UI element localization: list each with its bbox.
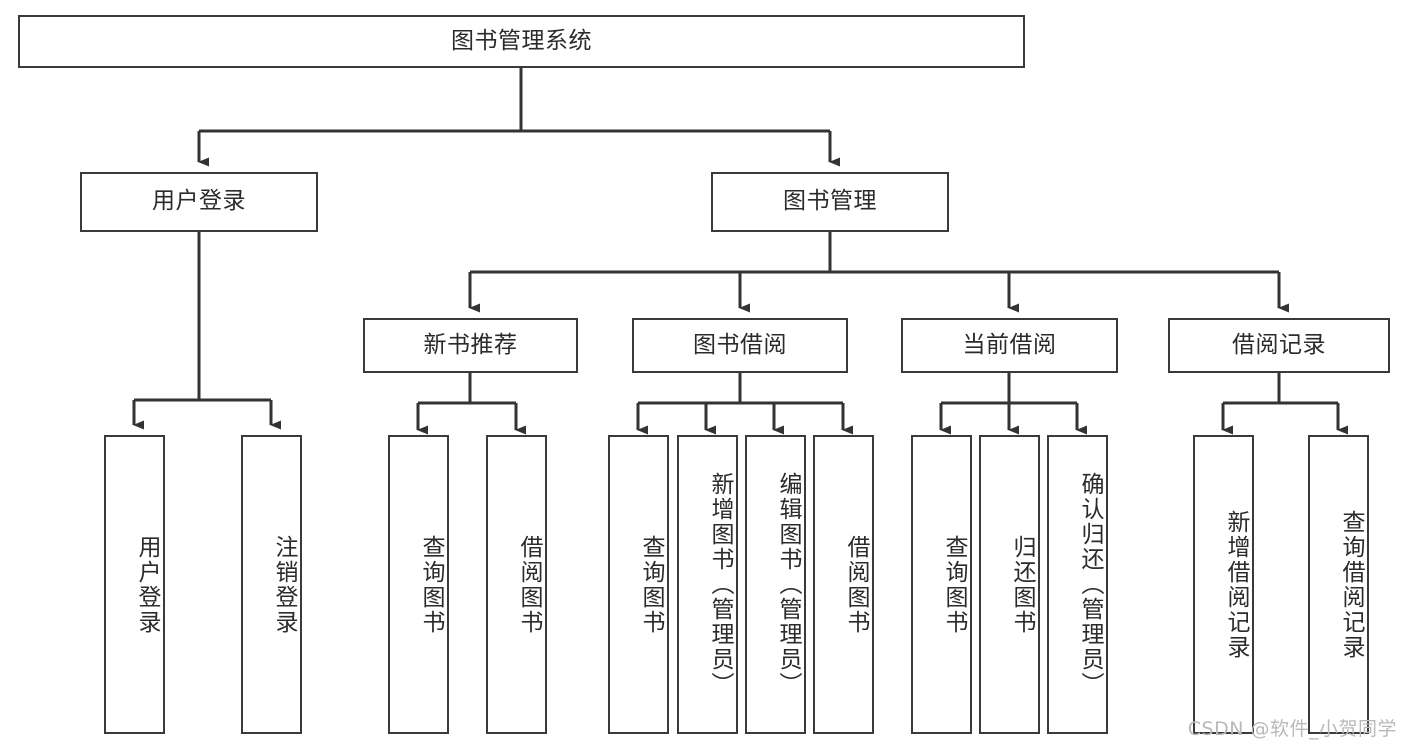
node-new-book-recommend-label: 新书推荐	[423, 331, 518, 358]
node-root-system-label: 图书管理系统	[451, 27, 592, 54]
leaf-record-query-record[interactable]: 查询借阅记录	[1308, 435, 1369, 734]
leaf-record-add-record-label: 新增借阅记录	[1223, 509, 1249, 660]
leaf-current-return-book[interactable]: 归还图书	[979, 435, 1040, 734]
node-current-borrow-label: 当前借阅	[962, 331, 1057, 358]
leaf-user-login-logout-label: 注销登录	[271, 534, 297, 635]
leaf-current-return-book-label: 归还图书	[1009, 534, 1035, 635]
leaf-current-confirm-return-label: 确认归还（管理员）	[1077, 472, 1103, 697]
leaf-borrow-add-book[interactable]: 新增图书（管理员）	[677, 435, 738, 734]
node-book-borrow-label: 图书借阅	[693, 331, 787, 358]
leaf-current-query-book-label: 查询图书	[941, 534, 967, 635]
node-new-book-recommend[interactable]: 新书推荐	[363, 318, 578, 373]
leaf-current-query-book[interactable]: 查询图书	[911, 435, 972, 734]
leaf-new-book-borrow[interactable]: 借阅图书	[486, 435, 547, 734]
leaf-borrow-query-book[interactable]: 查询图书	[608, 435, 669, 734]
leaf-borrow-edit-book-label: 编辑图书（管理员）	[775, 472, 801, 697]
leaf-new-book-query-label: 查询图书	[418, 534, 444, 635]
csdn-watermark: CSDN @软件_小贺同学	[1187, 718, 1397, 740]
leaf-user-login-logout[interactable]: 注销登录	[241, 435, 302, 734]
node-current-borrow[interactable]: 当前借阅	[901, 318, 1118, 373]
leaf-user-login-login-label: 用户登录	[134, 534, 160, 635]
node-book-management-label: 图书管理	[783, 188, 877, 215]
node-borrow-record[interactable]: 借阅记录	[1168, 318, 1390, 373]
leaf-borrow-borrow-book[interactable]: 借阅图书	[813, 435, 874, 734]
node-book-management[interactable]: 图书管理	[711, 172, 949, 232]
leaf-current-confirm-return[interactable]: 确认归还（管理员）	[1047, 435, 1108, 734]
leaf-record-add-record[interactable]: 新增借阅记录	[1193, 435, 1254, 734]
leaf-new-book-borrow-label: 借阅图书	[516, 534, 542, 635]
node-user-login-label: 用户登录	[152, 188, 246, 215]
node-user-login[interactable]: 用户登录	[80, 172, 318, 232]
leaf-user-login-login[interactable]: 用户登录	[104, 435, 165, 734]
leaf-record-query-record-label: 查询借阅记录	[1338, 509, 1364, 660]
leaf-borrow-add-book-label: 新增图书（管理员）	[707, 472, 733, 697]
node-book-borrow[interactable]: 图书借阅	[632, 318, 848, 373]
leaf-new-book-query[interactable]: 查询图书	[388, 435, 449, 734]
leaf-borrow-edit-book[interactable]: 编辑图书（管理员）	[745, 435, 806, 734]
leaf-borrow-borrow-book-label: 借阅图书	[843, 534, 869, 635]
leaf-borrow-query-book-label: 查询图书	[638, 534, 664, 635]
node-root-system[interactable]: 图书管理系统	[18, 15, 1025, 68]
node-borrow-record-label: 借阅记录	[1232, 331, 1326, 358]
